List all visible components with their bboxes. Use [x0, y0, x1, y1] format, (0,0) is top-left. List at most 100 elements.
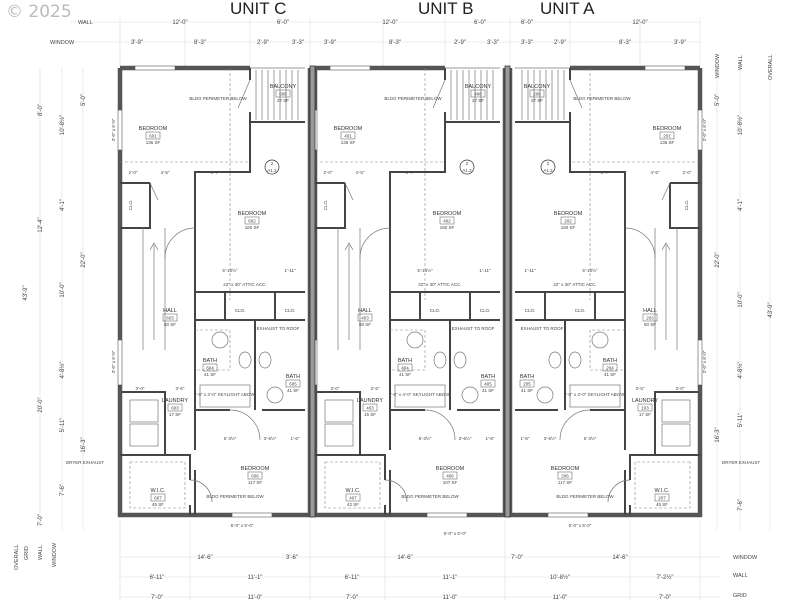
room-number-box [162, 313, 178, 322]
closet-label: CLO. [430, 308, 441, 313]
room-number: 407 [349, 496, 357, 501]
room-name: BATH [286, 374, 300, 380]
right-overall-dimension: 43'-9" [768, 302, 774, 317]
closet-label: CLO. [575, 308, 586, 313]
room-number-box [642, 313, 658, 322]
skylight-note: 2'-0" x 4'-0" SKYLIGHT ABOVE [194, 392, 257, 397]
top-wall-row-label: WALL [78, 20, 93, 26]
room-number: 401 [344, 134, 352, 139]
room-number-box [202, 363, 218, 372]
room-name: BEDROOM [433, 211, 462, 217]
bottom-grid-dimension: 7'-0" [151, 595, 163, 600]
left-grid-col-label: GRID [24, 546, 30, 560]
interior-dimension: 5'-10½" [417, 267, 433, 273]
interior-dimension: 4'-7" [211, 170, 220, 175]
unit-b-title: UNIT B [418, 0, 473, 18]
room-area: 80 SF [359, 322, 371, 327]
room-name: LAUNDRY [632, 398, 659, 404]
left-wall-dimension: 7'-6" [60, 484, 66, 496]
interior-dimension: 1'-6" [291, 436, 300, 441]
room-area: 17 SF [169, 412, 181, 417]
bottom-grid-dimension: 7'-0" [659, 595, 671, 600]
room-name: BATH [203, 358, 217, 364]
top-window-dimension: 8'-3" [194, 40, 206, 46]
right-window-col-label: WINDOW [715, 53, 721, 78]
room-number: 203 [646, 316, 654, 321]
bottom-wall-row-label: WALL [733, 573, 748, 579]
room-number: 605 [289, 382, 297, 387]
window-size-label: 3'-0" x 6'-0" [702, 350, 707, 373]
interior-dimension: 4'-7" [406, 170, 415, 175]
top-window-dimension: 3'-9" [674, 40, 686, 46]
window-size-label: 3'-0" x 6'-0" [702, 118, 707, 141]
room-area: 41 SF [204, 372, 216, 377]
room-number-box [519, 379, 535, 388]
closet-label: CLO. [323, 200, 328, 211]
top-window-dimension: 3'-3" [292, 40, 304, 46]
room-number-box [529, 89, 545, 98]
closet-label: CLO. [684, 200, 689, 211]
window-size-label: 5'-0" x 5'-0" [569, 523, 592, 528]
room-number: 208 [533, 92, 541, 97]
room-area: 107 SF [443, 480, 458, 485]
left-overall-col-label: OVERALL [14, 545, 20, 570]
window-size-label: 3'-0" x 6'-0" [111, 118, 116, 141]
right-wall-dimension: 4'-1" [738, 199, 744, 211]
room-number-box [397, 363, 413, 372]
room-number: 403 [366, 406, 374, 411]
bottom-wall-dimension: 11'-1" [248, 575, 263, 581]
attic-access-note: 22" x 30" ATTIC ACC. [418, 282, 461, 287]
room-name: W.I.C. [151, 488, 166, 494]
exhaust-note: EXHAUST TO ROOF [521, 326, 564, 331]
room-number: 603 [166, 316, 174, 321]
room-area: 41 SF [521, 388, 533, 393]
room-area: 45 SF [656, 502, 668, 507]
bottom-wall-dimension: 7'-2½" [657, 574, 674, 581]
closet-label: CLO. [285, 308, 296, 313]
top-window-dimension: 2'-9" [257, 40, 269, 46]
interior-dimension: 3'-5" [176, 386, 185, 391]
window-size-label: 3'-0" x 6'-0" [111, 350, 116, 373]
bldg-perimeter-note: BLDG PERIMETER BELOW [556, 494, 614, 499]
left-wall-dimension: 10'-0" [60, 282, 66, 297]
closet-label: CLO. [128, 200, 133, 211]
interior-dimension: 1'-11" [284, 268, 296, 273]
left-wall-dimension: 4'-8½" [59, 362, 66, 379]
room-area: 160 SF [440, 225, 455, 230]
interior-dimension: 4'-5" [651, 170, 660, 175]
dryer-exhaust-note-left: DRYER EXHAUST [66, 460, 104, 465]
room-number: 602 [248, 219, 256, 224]
bottom-wall-dimension: 11'-1" [443, 575, 458, 581]
top-window-dimension: 3'-3" [521, 40, 533, 46]
room-number-box [637, 403, 653, 412]
top-window-dimension: 3'-9" [131, 40, 143, 46]
left-window-dimension: 22'-0" [81, 252, 87, 267]
bldg-perimeter-note: BLDG PERIMETER BELOW [189, 96, 247, 101]
top-window-dimension: 8'-3" [619, 40, 631, 46]
room-number-box [442, 471, 458, 480]
room-area: 45 SF [152, 502, 164, 507]
room-area: 80 SF [644, 322, 656, 327]
interior-dimension: 5'-3½" [419, 435, 432, 441]
room-number-box [357, 313, 373, 322]
room-number: 202 [564, 219, 572, 224]
attic-access-note: 22" x 30" ATTIC ACC. [553, 282, 596, 287]
room-area: 136 SF [660, 140, 675, 145]
interior-dimension: 1'-6" [521, 436, 530, 441]
room-number: 402 [443, 219, 451, 224]
right-wall-dimension: 7'-6" [738, 499, 744, 511]
bottom-grid-dimension: 7'-0" [346, 595, 358, 600]
room-area: 42 SF [347, 502, 359, 507]
section-marker [540, 159, 556, 175]
left-grid-dimension: 7'-0" [38, 514, 44, 526]
section-sheet: A1.2 [267, 168, 277, 173]
top-wall-dimension: 6'-0" [277, 20, 289, 26]
right-window-dimension: 16'-3" [715, 427, 721, 442]
room-name: BEDROOM [334, 126, 363, 132]
room-area: 136 SF [146, 140, 161, 145]
room-number-box [439, 216, 455, 225]
party-wall-cb [309, 65, 316, 518]
room-name: BEDROOM [653, 126, 682, 132]
room-number: 406 [446, 474, 454, 479]
room-area: 41 SF [399, 372, 411, 377]
